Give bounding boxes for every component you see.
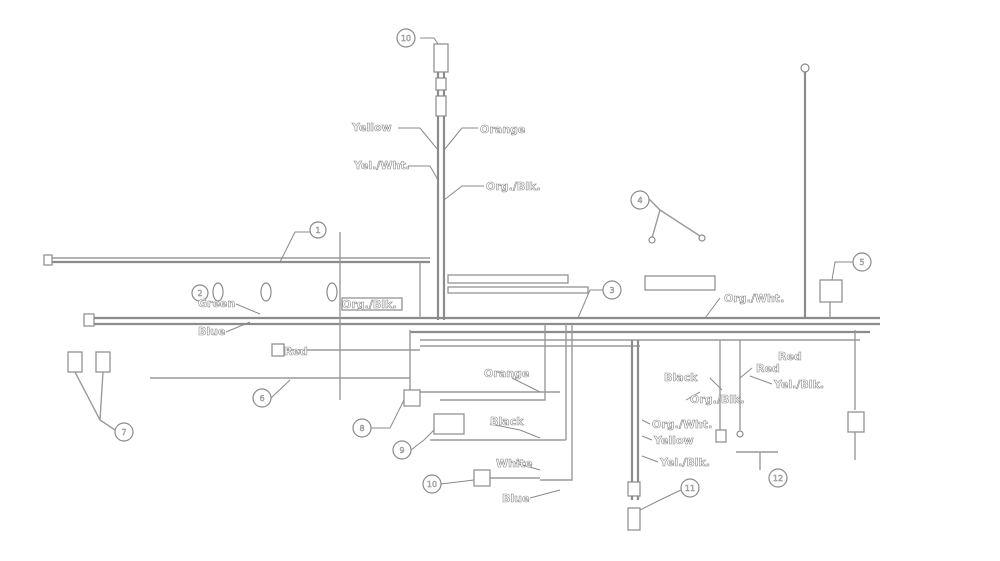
label-red-far: Red xyxy=(756,362,780,375)
lower-branches xyxy=(403,324,865,531)
antenna-branch xyxy=(800,63,843,318)
label-green: Green xyxy=(198,297,235,310)
label-org-wht-mid: Org./Wht. xyxy=(652,418,712,431)
label-yellow-top: Yellow xyxy=(351,121,392,134)
svg-text:3: 3 xyxy=(609,286,614,295)
label-blue-left: Blue xyxy=(198,325,225,338)
svg-text:4: 4 xyxy=(637,196,642,205)
main-harness-trunk xyxy=(90,316,880,347)
label-yel-blk-mid: Yel./Blk. xyxy=(659,456,710,469)
left-plug-pair xyxy=(67,351,116,431)
label-white: White xyxy=(496,457,532,470)
svg-text:10: 10 xyxy=(401,34,411,43)
svg-text:10: 10 xyxy=(427,480,437,489)
svg-text:1: 1 xyxy=(315,226,320,235)
svg-text:8: 8 xyxy=(359,424,364,433)
label-red-right: Red xyxy=(778,350,802,363)
svg-text:6: 6 xyxy=(259,394,264,403)
wire-labels: Yellow Orange Yel./Wht. Org./Blk. Green … xyxy=(198,121,825,506)
callouts: 10 1 2 3 4 5 6 7 8 9 10 11 12 xyxy=(114,28,872,511)
svg-text:5: 5 xyxy=(859,258,864,267)
svg-text:12: 12 xyxy=(773,474,783,483)
label-org-blk-left: Org./Blk. xyxy=(342,298,397,311)
svg-text:9: 9 xyxy=(399,446,404,455)
svg-text:11: 11 xyxy=(685,484,695,493)
label-yellow-mid: Yellow xyxy=(653,434,694,447)
label-black: Black xyxy=(664,371,698,384)
label-org-wht-right: Org./Wht. xyxy=(724,292,784,305)
label-black-mid: Black xyxy=(490,415,524,428)
label-red-left: Red xyxy=(284,345,308,358)
label-yel-blk-right: Yel./Blk. xyxy=(773,378,824,391)
small-y-branch xyxy=(647,197,706,244)
label-orange-mid: Orange xyxy=(484,367,529,380)
label-org-blk-mid: Org./Blk. xyxy=(690,393,745,406)
label-orange-top: Orange xyxy=(480,123,525,136)
top-vertical-branch xyxy=(420,37,449,320)
label-blue-bottom: Blue xyxy=(502,492,529,505)
label-leaders xyxy=(225,127,773,499)
label-yel-wht-top: Yel./Wht. xyxy=(353,159,410,172)
left-branch xyxy=(43,232,430,400)
trunk-components xyxy=(341,274,716,311)
svg-text:2: 2 xyxy=(197,289,202,298)
svg-text:7: 7 xyxy=(121,428,126,437)
label-org-blk-top: Org./Blk. xyxy=(486,180,541,193)
